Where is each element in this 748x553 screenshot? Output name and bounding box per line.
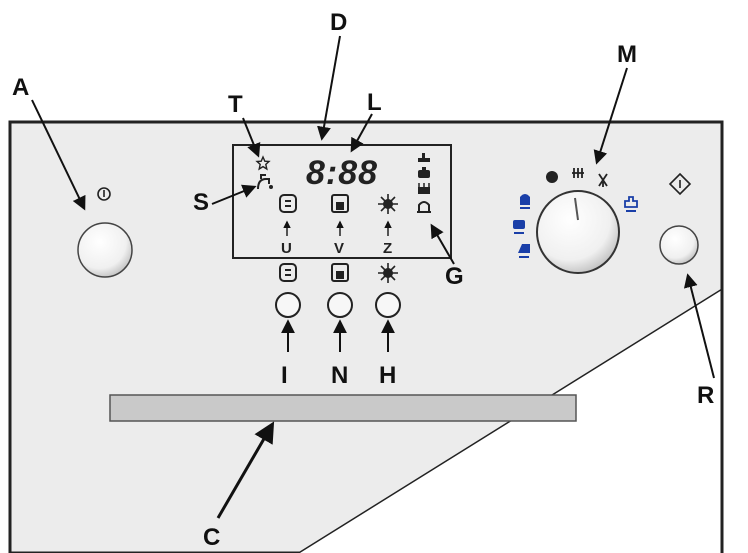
arrow-r xyxy=(683,273,715,379)
label-c: C xyxy=(203,524,220,551)
half-load-icon xyxy=(331,194,349,213)
detergent-drawer-slot[interactable] xyxy=(109,394,577,422)
label-l: L xyxy=(367,89,382,116)
tap-icon xyxy=(257,174,273,190)
program-indicator-1-icon xyxy=(418,153,430,162)
arrow-a xyxy=(31,99,86,211)
display-frame xyxy=(232,144,452,259)
prewash-button[interactable] xyxy=(275,292,301,318)
program-dial-icons xyxy=(513,168,638,258)
label-g: G xyxy=(445,263,464,290)
label-r: R xyxy=(697,382,714,409)
program-indicator-4-icon xyxy=(417,201,431,213)
prewash-icon xyxy=(279,194,297,213)
arrow-m xyxy=(593,67,628,165)
half-load-button-icon xyxy=(331,263,349,282)
label-h: H xyxy=(379,362,396,389)
dial-icon-1 xyxy=(520,194,530,209)
label-t: T xyxy=(228,91,243,118)
dry-sun-icon xyxy=(378,194,398,214)
arrow-g xyxy=(430,223,455,265)
label-m: M xyxy=(617,41,637,68)
arrow-d xyxy=(317,35,341,141)
program-dial[interactable] xyxy=(536,190,620,274)
delay-star-icon xyxy=(255,155,271,171)
dial-pointer xyxy=(574,197,579,221)
dial-icon-6 xyxy=(598,173,608,187)
arrow-s xyxy=(211,184,257,205)
dial-icon-3 xyxy=(518,244,530,258)
label-z: Z xyxy=(383,240,392,257)
start-button[interactable] xyxy=(659,225,699,265)
power-button[interactable] xyxy=(77,222,133,278)
label-a: A xyxy=(12,74,29,101)
dry-button-icon xyxy=(378,263,398,283)
program-indicator-2-icon xyxy=(418,167,430,178)
indicator-column-g xyxy=(417,153,431,213)
prewash-button-icon xyxy=(279,263,297,282)
dial-icon-7 xyxy=(624,196,638,212)
label-v: V xyxy=(334,240,344,257)
arrow-t xyxy=(242,117,261,158)
label-s: S xyxy=(193,189,209,216)
dial-icon-4 xyxy=(546,171,558,183)
half-load-button[interactable] xyxy=(327,292,353,318)
start-diamond-icon xyxy=(668,172,692,196)
label-i: I xyxy=(281,362,288,389)
display-digits: 8:88 xyxy=(306,154,378,192)
label-u: U xyxy=(281,240,292,257)
dial-icon-2 xyxy=(513,220,525,234)
dry-button[interactable] xyxy=(375,292,401,318)
dial-icon-5 xyxy=(572,168,584,178)
arrow-l xyxy=(350,113,373,153)
program-indicator-3-icon xyxy=(418,183,430,194)
label-d: D xyxy=(330,9,347,36)
power-symbol-icon xyxy=(97,187,111,201)
arrow-c xyxy=(216,421,275,519)
label-n: N xyxy=(331,362,348,389)
